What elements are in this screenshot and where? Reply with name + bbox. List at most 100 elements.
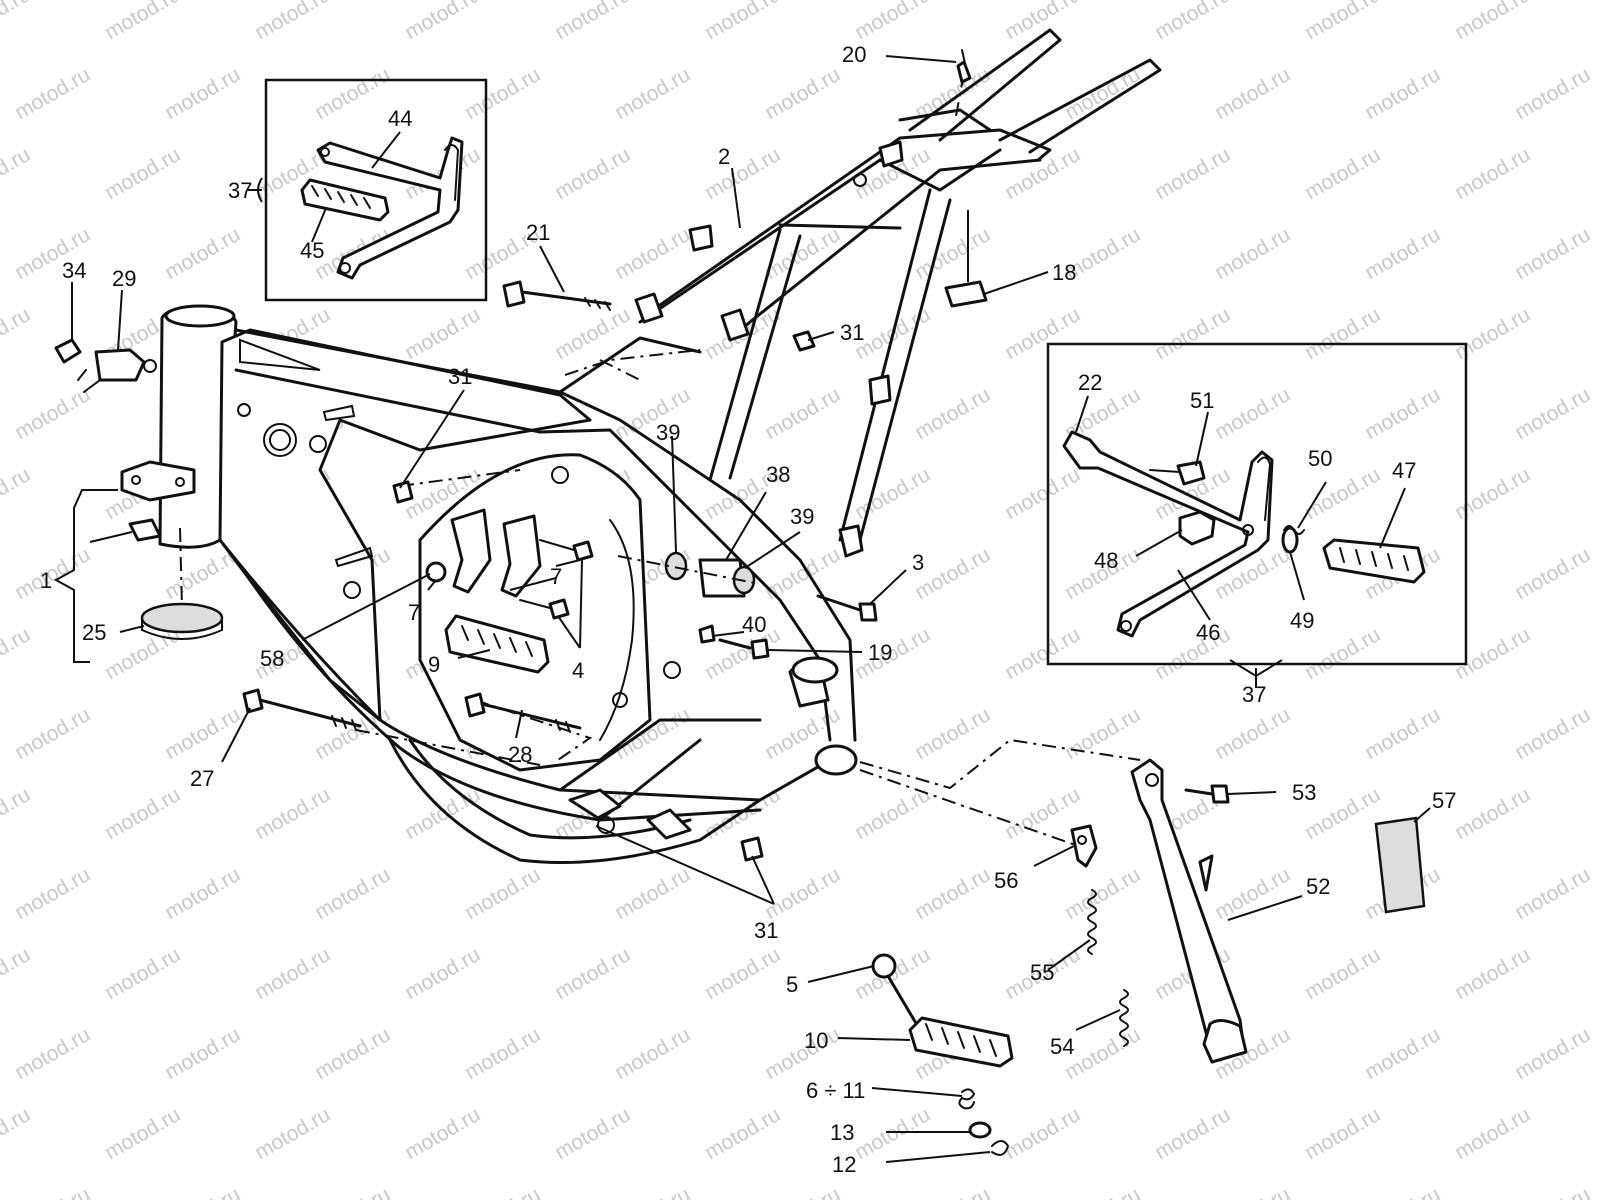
watermark-text: motod.ru bbox=[401, 0, 484, 44]
inset-footrest-right bbox=[1046, 342, 1468, 666]
footpeg-45 bbox=[300, 178, 390, 222]
label-54: 54 bbox=[1050, 1034, 1074, 1059]
watermark-text: motod.ru bbox=[1151, 303, 1234, 364]
bolt-19 bbox=[750, 638, 770, 660]
watermark-text: motod.ru bbox=[911, 1183, 994, 1200]
watermark-text: motod.ru bbox=[11, 703, 94, 764]
label-29: 29 bbox=[112, 266, 136, 291]
watermark-text: motod.ru bbox=[701, 1103, 784, 1164]
watermark-text: motod.ru bbox=[1301, 143, 1384, 204]
watermark-text: motod.ru bbox=[1211, 1183, 1294, 1200]
spring-54 bbox=[1119, 989, 1129, 1047]
watermark-text: motod.ru bbox=[911, 383, 994, 444]
watermark-text: motod.ru bbox=[1511, 703, 1594, 764]
watermark-text: motod.ru bbox=[911, 863, 994, 924]
watermark-text: motod.ru bbox=[1361, 383, 1444, 444]
bracket-18 bbox=[944, 280, 988, 308]
watermark-text: motod.ru bbox=[0, 0, 34, 44]
watermark-text: motod.ru bbox=[611, 1023, 694, 1084]
watermark-text: motod.ru bbox=[1301, 0, 1384, 44]
watermark-text: motod.ru bbox=[311, 863, 394, 924]
watermark-text: motod.ru bbox=[401, 943, 484, 1004]
watermark-text: motod.ru bbox=[611, 1183, 694, 1200]
watermark-text: motod.ru bbox=[11, 383, 94, 444]
watermark-text: motod.ru bbox=[11, 1183, 94, 1200]
watermark-text: motod.ru bbox=[1361, 63, 1444, 124]
watermark-text: motod.ru bbox=[551, 0, 634, 44]
watermark-text: motod.ru bbox=[1451, 303, 1534, 364]
watermark-text: motod.ru bbox=[1211, 63, 1294, 124]
watermark-text: motod.ru bbox=[851, 623, 934, 684]
watermark-text: motod.ru bbox=[251, 783, 334, 844]
rear-subframe-2 bbox=[634, 28, 1162, 558]
label-10: 10 bbox=[804, 1028, 828, 1053]
watermark-text: motod.ru bbox=[761, 1023, 844, 1084]
label-1: 1 bbox=[40, 568, 52, 593]
watermark-text: motod.ru bbox=[161, 63, 244, 124]
watermark-text: motod.ru bbox=[1001, 143, 1084, 204]
inset-footrest-left bbox=[264, 78, 488, 302]
watermark-text: motod.ru bbox=[1511, 63, 1594, 124]
watermark-text: motod.ru bbox=[551, 1103, 634, 1164]
label-37-left: 37 bbox=[228, 178, 252, 203]
watermark-text: motod.ru bbox=[1301, 463, 1384, 524]
watermark-text: motod.ru bbox=[611, 63, 694, 124]
watermark-text: motod.ru bbox=[1361, 703, 1444, 764]
inset-box-left bbox=[264, 78, 488, 302]
watermark-text: motod.ru bbox=[251, 943, 334, 1004]
label-21: 21 bbox=[526, 220, 550, 245]
pin-48 bbox=[1178, 510, 1216, 546]
label-6-11: 6 ÷ 11 bbox=[806, 1078, 865, 1103]
watermark-text: motod.ru bbox=[0, 623, 34, 684]
pin-40 bbox=[698, 624, 716, 644]
watermark-text: motod.ru bbox=[1001, 623, 1084, 684]
label-47: 47 bbox=[1392, 458, 1416, 483]
label-39-a: 39 bbox=[656, 420, 680, 445]
watermark-text: motod.ru bbox=[911, 223, 994, 284]
label-55: 55 bbox=[1030, 960, 1054, 985]
watermark-text: motod.ru bbox=[911, 703, 994, 764]
watermark-text: motod.ru bbox=[1451, 1103, 1534, 1164]
watermark-text: motod.ru bbox=[1151, 0, 1234, 44]
watermark-text: motod.ru bbox=[101, 783, 184, 844]
label-3: 3 bbox=[912, 550, 924, 575]
bolt-4-a bbox=[572, 540, 594, 562]
label-51: 51 bbox=[1190, 388, 1214, 413]
watermark-text: motod.ru bbox=[1211, 703, 1294, 764]
label-57: 57 bbox=[1432, 788, 1456, 813]
watermark-text: motod.ru bbox=[611, 223, 694, 284]
watermark-text: motod.ru bbox=[1151, 1103, 1234, 1164]
watermark-text: motod.ru bbox=[401, 303, 484, 364]
watermark-text: motod.ru bbox=[161, 703, 244, 764]
label-40: 40 bbox=[742, 612, 766, 637]
watermark-text: motod.ru bbox=[0, 463, 34, 524]
label-19: 19 bbox=[868, 640, 892, 665]
label-2: 2 bbox=[718, 144, 730, 169]
steering-mount-plate bbox=[120, 460, 196, 502]
label-13: 13 bbox=[830, 1120, 854, 1145]
watermark-text: motod.ru bbox=[401, 1103, 484, 1164]
label-12: 12 bbox=[832, 1152, 856, 1177]
bolt-4-b bbox=[548, 598, 570, 620]
watermark-text: motod.ru bbox=[1301, 1103, 1384, 1164]
sticker-57 bbox=[1374, 816, 1426, 914]
watermark-text: motod.ru bbox=[1511, 543, 1594, 604]
watermark-text: motod.ru bbox=[701, 143, 784, 204]
watermark-text: motod.ru bbox=[0, 783, 34, 844]
swingarm-pivot-plate bbox=[418, 453, 652, 772]
watermark-text: motod.ru bbox=[11, 863, 94, 924]
label-38: 38 bbox=[766, 462, 790, 487]
watermark-text: motod.ru bbox=[1211, 223, 1294, 284]
watermark-text: motod.ru bbox=[161, 1183, 244, 1200]
lock-29 bbox=[94, 348, 146, 382]
spring-55 bbox=[1087, 889, 1097, 955]
watermark-text: motod.ru bbox=[251, 0, 334, 44]
footrest-bracket-44 bbox=[316, 136, 464, 280]
spring-plate-56 bbox=[1070, 824, 1098, 868]
screw-20 bbox=[956, 60, 972, 84]
watermark-text: motod.ru bbox=[1061, 1183, 1144, 1200]
leader-lines bbox=[53, 55, 1431, 1163]
watermark-text: motod.ru bbox=[1301, 303, 1384, 364]
watermark-text: motod.ru bbox=[1001, 1103, 1084, 1164]
watermark-text: motod.ru bbox=[611, 383, 694, 444]
